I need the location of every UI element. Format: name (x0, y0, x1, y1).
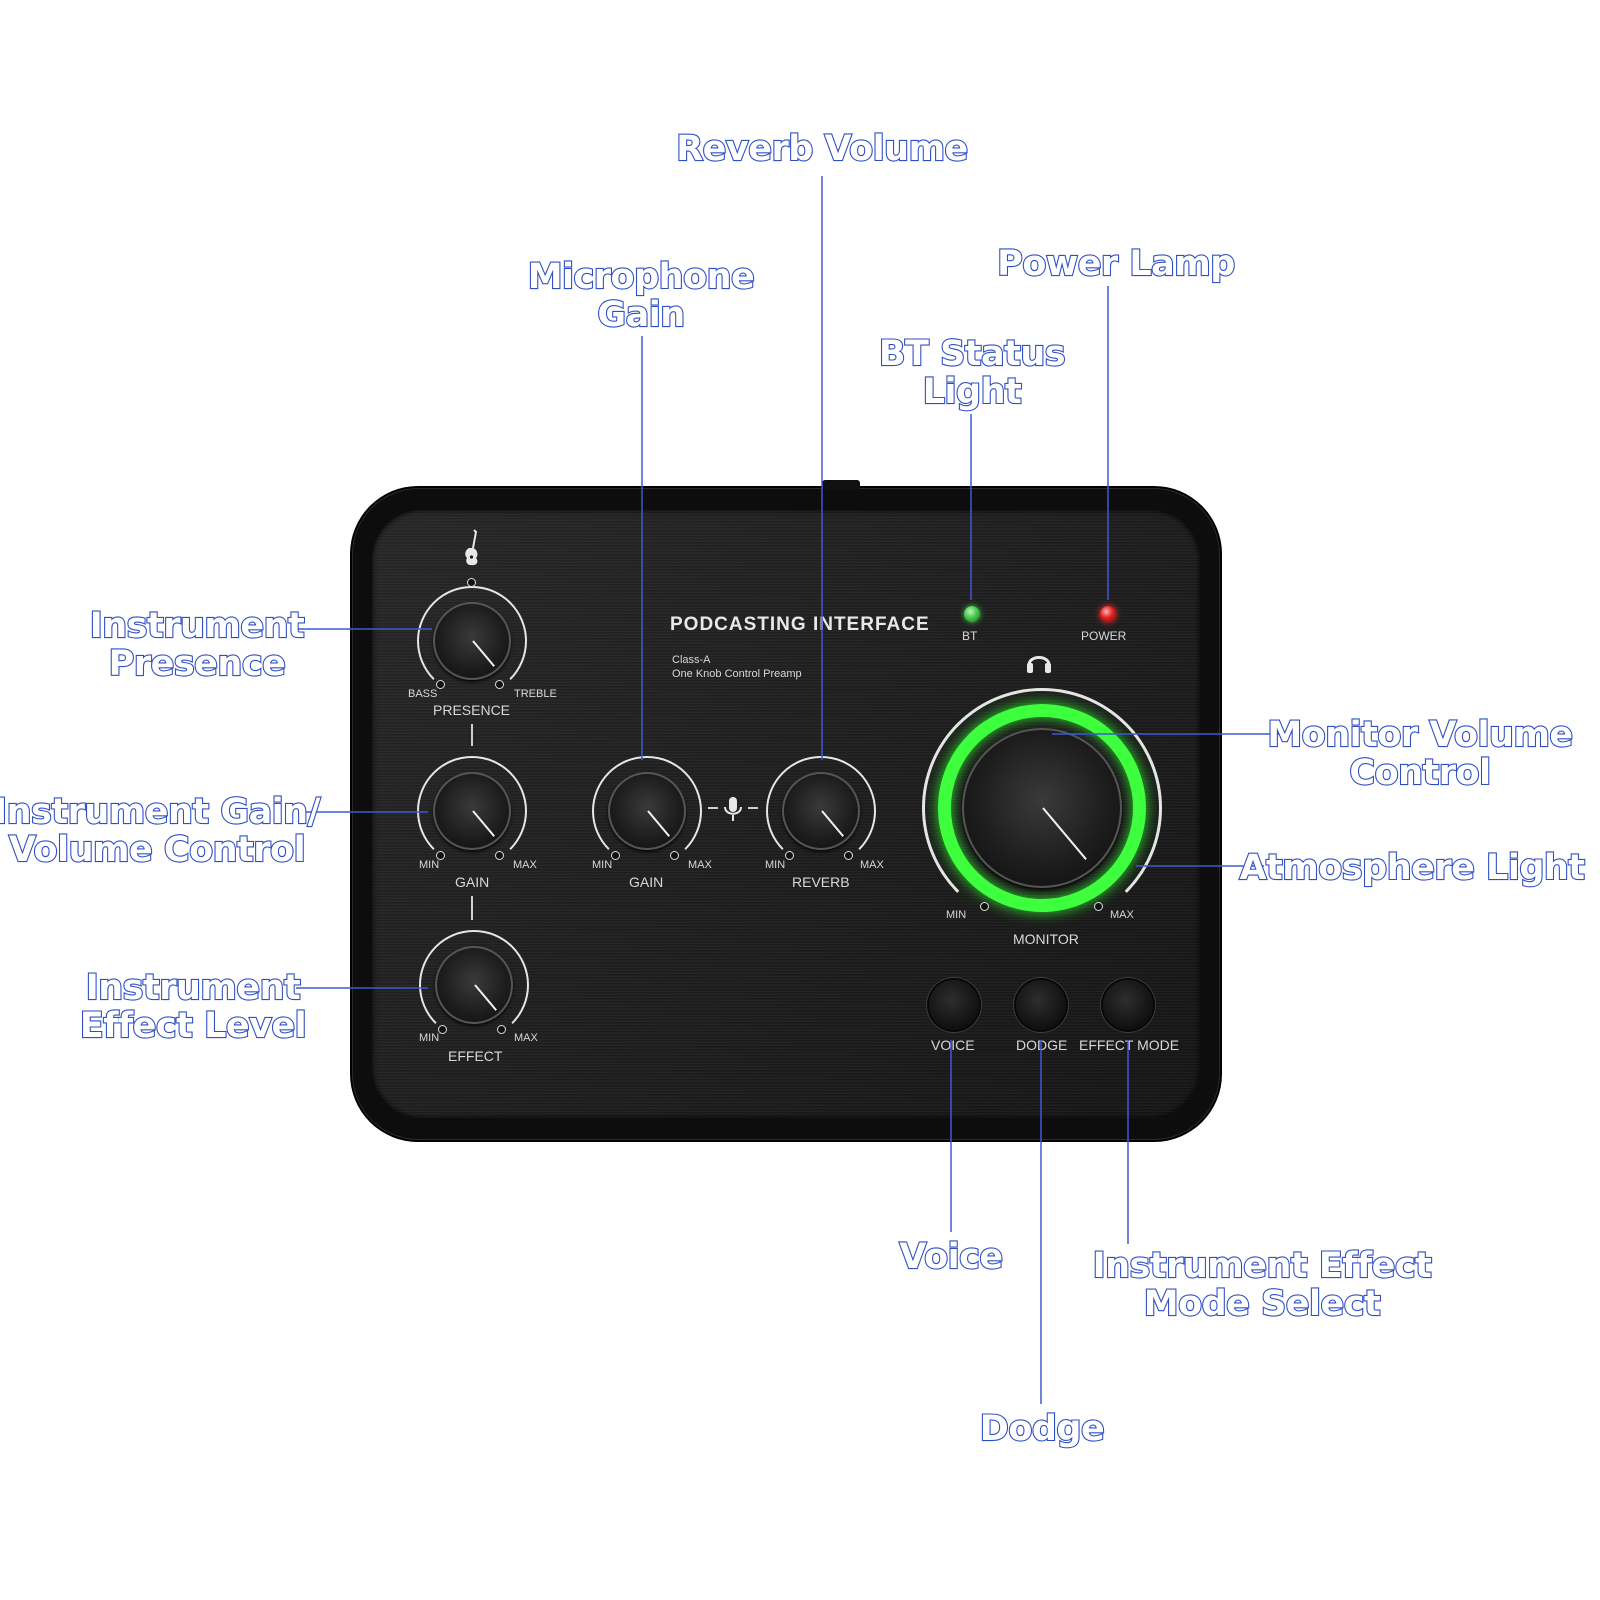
headphones-icon (1025, 648, 1053, 674)
effect-mode-button-label: EFFECT MODE (1079, 1037, 1180, 1053)
reverb-knob[interactable] (766, 756, 876, 866)
mic-gain-min-dot (611, 851, 620, 860)
instrument-effect-min-label: MIN (419, 1032, 440, 1044)
power-label: POWER (1081, 629, 1127, 643)
mic-gain-min-label: MIN (592, 859, 613, 871)
dodge-button[interactable] (1016, 980, 1066, 1030)
device-subtitle-preamp: One Knob Control Preamp (672, 668, 802, 680)
voice-button[interactable] (929, 980, 979, 1030)
reverb-max-dot (844, 851, 853, 860)
presence-min-label: BASS (408, 688, 438, 700)
instrument-gain-max-label: MAX (513, 859, 537, 871)
voice-button-label: VOICE (931, 1037, 975, 1053)
dodge-button-label: DODGE (1016, 1037, 1068, 1053)
device-title: PODCASTING INTERFACE (670, 614, 930, 635)
reverb-max-label: MAX (860, 859, 884, 871)
bt-status-led (964, 606, 980, 622)
reverb-min-dot (785, 851, 794, 860)
instrument-effect-max-label: MAX (514, 1032, 538, 1044)
microphone-icon (708, 796, 758, 826)
instrument-gain-label: GAIN (455, 874, 490, 890)
presence-max-label: TREBLE (514, 688, 557, 700)
callout-dodge: Dodge (979, 1409, 1106, 1449)
reverb-min-label: MIN (765, 859, 786, 871)
power-led (1100, 606, 1116, 622)
callout-instrument-presence: Instrument Presence (89, 606, 306, 684)
instrument-column-divider-2 (471, 896, 473, 920)
monitor-min-label: MIN (946, 909, 967, 921)
monitor-max-label: MAX (1110, 909, 1134, 921)
callout-instrument-effect-mode-select: Instrument Effect Mode Select (1091, 1246, 1433, 1324)
callout-reverb-volume: Reverb Volume (675, 129, 969, 169)
presence-label: PRESENCE (433, 702, 511, 718)
instrument-column-divider (471, 724, 473, 746)
microphone-gain-knob[interactable] (592, 756, 702, 866)
device-subtitle-class: Class-A (672, 654, 711, 666)
presence-min-dot (436, 680, 445, 689)
instrument-effect-min-dot (438, 1025, 447, 1034)
callout-instrument-gain: Instrument Gain/ Volume Control (0, 792, 321, 870)
bt-label: BT (962, 629, 978, 643)
mic-gain-max-label: MAX (688, 859, 712, 871)
presence-max-dot (495, 680, 504, 689)
instrument-gain-max-dot (495, 851, 504, 860)
monitor-max-dot (1094, 902, 1103, 911)
presence-center-dot (467, 578, 476, 587)
top-connector-tab (822, 480, 860, 490)
monitor-label: MONITOR (1013, 931, 1079, 947)
instrument-effect-label: EFFECT (448, 1048, 503, 1064)
guitar-icon (461, 528, 483, 568)
effect-mode-button[interactable] (1103, 980, 1153, 1030)
instrument-gain-knob[interactable] (417, 756, 527, 866)
instrument-effect-knob[interactable] (419, 930, 529, 1040)
instrument-gain-min-label: MIN (419, 859, 440, 871)
callout-bt-status-light: BT Status Light (878, 334, 1067, 412)
callout-atmosphere-light: Atmosphere Light (1238, 848, 1586, 888)
callout-monitor-volume-control: Monitor Volume Control (1266, 715, 1574, 793)
reverb-label: REVERB (792, 874, 850, 890)
callout-instrument-effect-level: Instrument Effect Level (79, 968, 308, 1046)
instrument-gain-min-dot (436, 851, 445, 860)
instrument-presence-knob[interactable] (417, 586, 527, 696)
monitor-min-dot (980, 902, 989, 911)
callout-microphone-gain: Microphone Gain (527, 257, 756, 335)
callout-power-lamp: Power Lamp (996, 244, 1236, 284)
monitor-volume-knob[interactable] (922, 688, 1162, 928)
mic-gain-label: GAIN (629, 874, 664, 890)
callout-voice: Voice (898, 1237, 1004, 1277)
instrument-effect-max-dot (497, 1025, 506, 1034)
mic-gain-max-dot (670, 851, 679, 860)
